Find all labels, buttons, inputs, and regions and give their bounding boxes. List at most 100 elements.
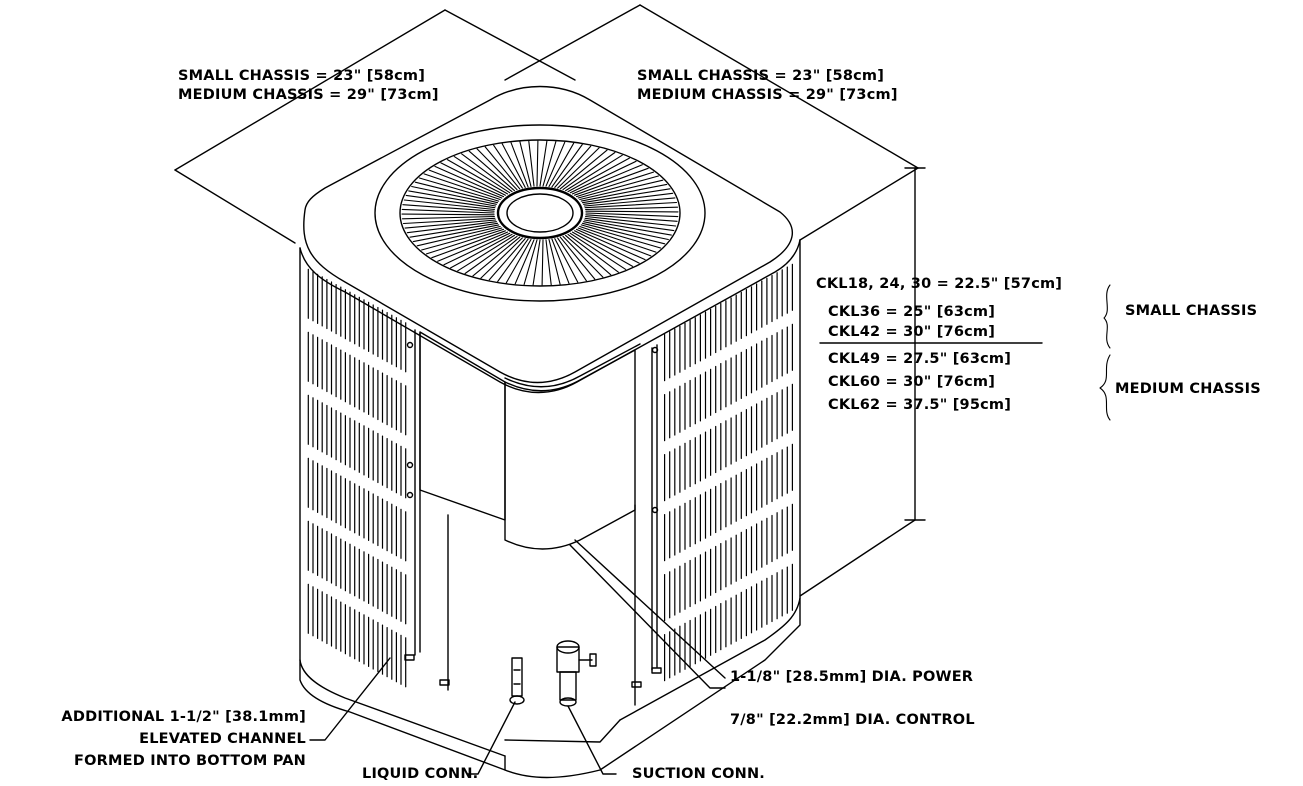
height-ckl49-label: CKL49 = 27.5" [63cm] xyxy=(828,351,1012,367)
fan-blade xyxy=(583,221,669,241)
fan-blade xyxy=(431,230,506,259)
fan-blade xyxy=(565,154,623,192)
control-knockout-callout: 7/8" [22.2mm] DIA. CONTROL xyxy=(730,712,975,728)
fan-blade xyxy=(450,233,513,269)
fan-blade xyxy=(551,143,583,188)
fan-blade xyxy=(497,238,529,283)
fan-blade xyxy=(443,232,511,266)
depth-medium-chassis-label: MEDIUM CHASSIS = 29" [73cm] xyxy=(637,87,898,103)
width-small-chassis-label: SMALL CHASSIS = 23" [58cm] xyxy=(178,68,426,84)
fan-blade xyxy=(434,165,505,198)
fan-blade xyxy=(472,236,521,277)
fan-blade xyxy=(440,162,506,196)
fan-blade xyxy=(519,141,532,188)
service-valves xyxy=(509,640,597,707)
height-ckl60-label: CKL60 = 30" [76cm] xyxy=(828,374,996,390)
fan-blade xyxy=(402,204,495,212)
fan-blade xyxy=(514,239,535,285)
fan-blade xyxy=(559,236,596,280)
fan-blade xyxy=(461,153,513,193)
fan-blade xyxy=(569,160,637,194)
fan-blade xyxy=(401,215,495,220)
fan-blade xyxy=(557,237,587,282)
depth-small-chassis-label: SMALL CHASSIS = 23" [58cm] xyxy=(637,68,885,84)
fan-blade xyxy=(488,238,526,281)
fan-blade xyxy=(548,238,561,285)
height-ckl18-24-30-label: CKL18, 24, 30 = 22.5" [57cm] xyxy=(816,276,1063,292)
fan-blade xyxy=(584,217,675,232)
fan-blade xyxy=(523,239,538,286)
fan-blade xyxy=(532,239,541,286)
width-medium-chassis-label: MEDIUM CHASSIS = 29" [73cm] xyxy=(178,87,439,103)
right-louvers xyxy=(663,263,794,682)
fan-blade xyxy=(562,235,604,278)
fan-blade xyxy=(577,175,659,199)
fan-blade xyxy=(584,201,678,209)
fan-blade xyxy=(562,151,616,191)
left-side-panel xyxy=(299,247,506,757)
medium-chassis-group-label: MEDIUM CHASSIS xyxy=(1115,381,1261,397)
left-louvers xyxy=(307,268,407,688)
fan-blade xyxy=(581,222,666,245)
fan-blade xyxy=(401,208,495,214)
fan-blade xyxy=(437,231,509,262)
fan-blade xyxy=(565,234,612,276)
fan-blade xyxy=(403,199,495,211)
fan-blade xyxy=(574,230,640,264)
fan-blade xyxy=(457,234,515,272)
fan-blade xyxy=(541,239,544,286)
fan-blade xyxy=(464,235,518,275)
fan-blade xyxy=(571,164,643,195)
fan-blade xyxy=(453,156,511,194)
fan-blade xyxy=(411,185,497,205)
fan-blade xyxy=(409,222,499,238)
fan-blade xyxy=(404,219,497,229)
fan-blade xyxy=(548,142,575,188)
fan-blade xyxy=(484,146,521,190)
fan-blade xyxy=(510,142,529,188)
fan-blade xyxy=(585,212,679,218)
base-pan xyxy=(299,504,801,779)
leader-lines xyxy=(309,284,1111,775)
fan-blade xyxy=(580,183,668,202)
fan-blade xyxy=(585,206,679,211)
fan-blade xyxy=(542,140,557,187)
fan-blade xyxy=(551,238,570,284)
fan-blade xyxy=(567,233,619,273)
fan-blade xyxy=(571,231,634,267)
fan-blade xyxy=(493,144,523,189)
fan-blade xyxy=(408,190,497,207)
fan-blade xyxy=(536,140,539,187)
fan-blade xyxy=(559,149,608,190)
fan-blade xyxy=(418,177,500,202)
fan-blade xyxy=(583,219,672,236)
fan-blade xyxy=(583,197,676,207)
fan-blade xyxy=(539,140,548,187)
control-box xyxy=(419,331,641,550)
fan-blade xyxy=(446,159,509,195)
fan-blade xyxy=(579,225,657,253)
fan-blade xyxy=(575,171,655,198)
fan-blade xyxy=(421,227,503,251)
fan-blade xyxy=(501,143,526,188)
fan-blade xyxy=(412,224,500,243)
height-ckl42-label: CKL42 = 30" [76cm] xyxy=(828,324,996,340)
right-side-panel xyxy=(619,239,801,721)
fan-blade xyxy=(468,150,515,192)
height-ckl62-label: CKL62 = 37.5" [95cm] xyxy=(828,397,1012,413)
fan-blade xyxy=(585,210,679,213)
fan-grille xyxy=(401,140,679,286)
small-chassis-group-label: SMALL CHASSIS xyxy=(1125,303,1258,319)
fan-blade xyxy=(416,225,501,247)
fan-blade xyxy=(505,238,532,284)
fan-blade xyxy=(575,228,646,261)
height-ckl36-label: CKL36 = 25" [63cm] xyxy=(828,304,996,320)
fan-blade xyxy=(577,227,652,257)
fan-blade xyxy=(405,194,496,209)
fan-blade xyxy=(476,148,518,191)
fan-blade xyxy=(406,221,497,234)
fan-blade xyxy=(583,192,674,205)
fan-blade xyxy=(585,214,678,222)
top-cover xyxy=(299,85,801,394)
